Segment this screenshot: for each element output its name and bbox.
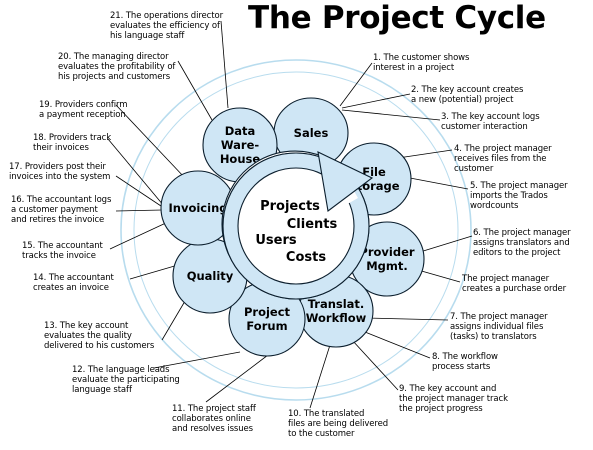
leader-line (341, 93, 411, 109)
step-11-text: 11. The project staff collaborates onlin… (172, 404, 256, 434)
leader-line (309, 344, 331, 409)
leader-line (115, 209, 163, 212)
core-label-clients: Clients (287, 217, 338, 232)
leader-line (359, 329, 431, 359)
leader-line (107, 138, 165, 207)
inner-ring (133, 71, 459, 389)
leader-line (419, 235, 473, 253)
leader-line (129, 264, 179, 280)
step-6-text: 6. The project manager assigns translato… (473, 228, 571, 258)
step-7-text: 7. The project manager assigns individua… (450, 312, 548, 342)
step-5-text: 5. The project manager imports the Trado… (470, 181, 568, 211)
leader-line (109, 221, 169, 250)
leader-line (365, 317, 449, 321)
core-label-users: Users (255, 233, 297, 248)
step-15-text: 15. The accountant tracks the invoice (22, 241, 103, 261)
step-8-text: 8. The workflow process starts (432, 352, 498, 372)
step-20-text: 20. The managing director evaluates the … (58, 52, 176, 82)
segment-quality-label: Quality (187, 269, 234, 283)
page-title: The Project Cycle (248, 0, 546, 36)
leader-line (177, 60, 213, 121)
core-label-costs: Costs (286, 250, 326, 265)
segment-quality: Quality (172, 238, 248, 314)
leader-line (205, 354, 269, 403)
leader-line (417, 269, 461, 283)
leader-line (351, 339, 399, 391)
leader-line (397, 149, 453, 159)
step-17-text: 17. Providers post their invoices into t… (9, 162, 111, 182)
leader-line (409, 177, 469, 190)
step-19-text: 19. Providers confirm a payment receptio… (39, 100, 128, 120)
step-21-text: 21. The operations director evaluates th… (110, 11, 223, 41)
step-4-text: 4. The project manager receives files fr… (454, 144, 552, 174)
step-10-text: 10. The translated files are being deliv… (288, 409, 389, 439)
step-3-text: 3. The key account logs customer interac… (441, 112, 540, 132)
step-2-text: 2. The key account creates a new (potent… (411, 85, 524, 105)
step-16-text: 16. The accountant logs a customer payme… (11, 195, 112, 225)
step-12-text: 12. The language leads evaluate the part… (72, 365, 180, 395)
step-6b-text: The project manager creates a purchase o… (462, 274, 567, 294)
core-arrowhead (317, 151, 374, 212)
leader-line (115, 175, 165, 209)
leader-line (339, 62, 373, 107)
step-9-text: 9. The key account and the project manag… (399, 384, 508, 414)
core-inner-fill (237, 167, 355, 285)
step-14-text: 14. The accountant creates an invoice (33, 273, 114, 293)
segment-invoicing: Invoicing (160, 170, 236, 246)
leader-line (341, 109, 441, 121)
outer-ring (120, 59, 472, 401)
segment-translat-workflow-label: Translat.Workflow (306, 297, 367, 325)
step-1-text: 1. The customer shows interest in a proj… (373, 53, 470, 73)
leader-line (153, 351, 241, 369)
step-18-text: 18. Providers track their invoices (33, 133, 112, 153)
core-label-projects: Projects (260, 199, 320, 214)
segment-sales-label: Sales (294, 126, 329, 140)
segment-invoicing-label: Invoicing (169, 201, 228, 215)
leader-line (161, 295, 189, 341)
leader-line (220, 20, 229, 109)
segment-translat-workflow: Translat.Workflow (298, 274, 374, 348)
step-13-text: 13. The key account evaluates the qualit… (44, 321, 155, 351)
core-outer-stroke (222, 152, 370, 300)
